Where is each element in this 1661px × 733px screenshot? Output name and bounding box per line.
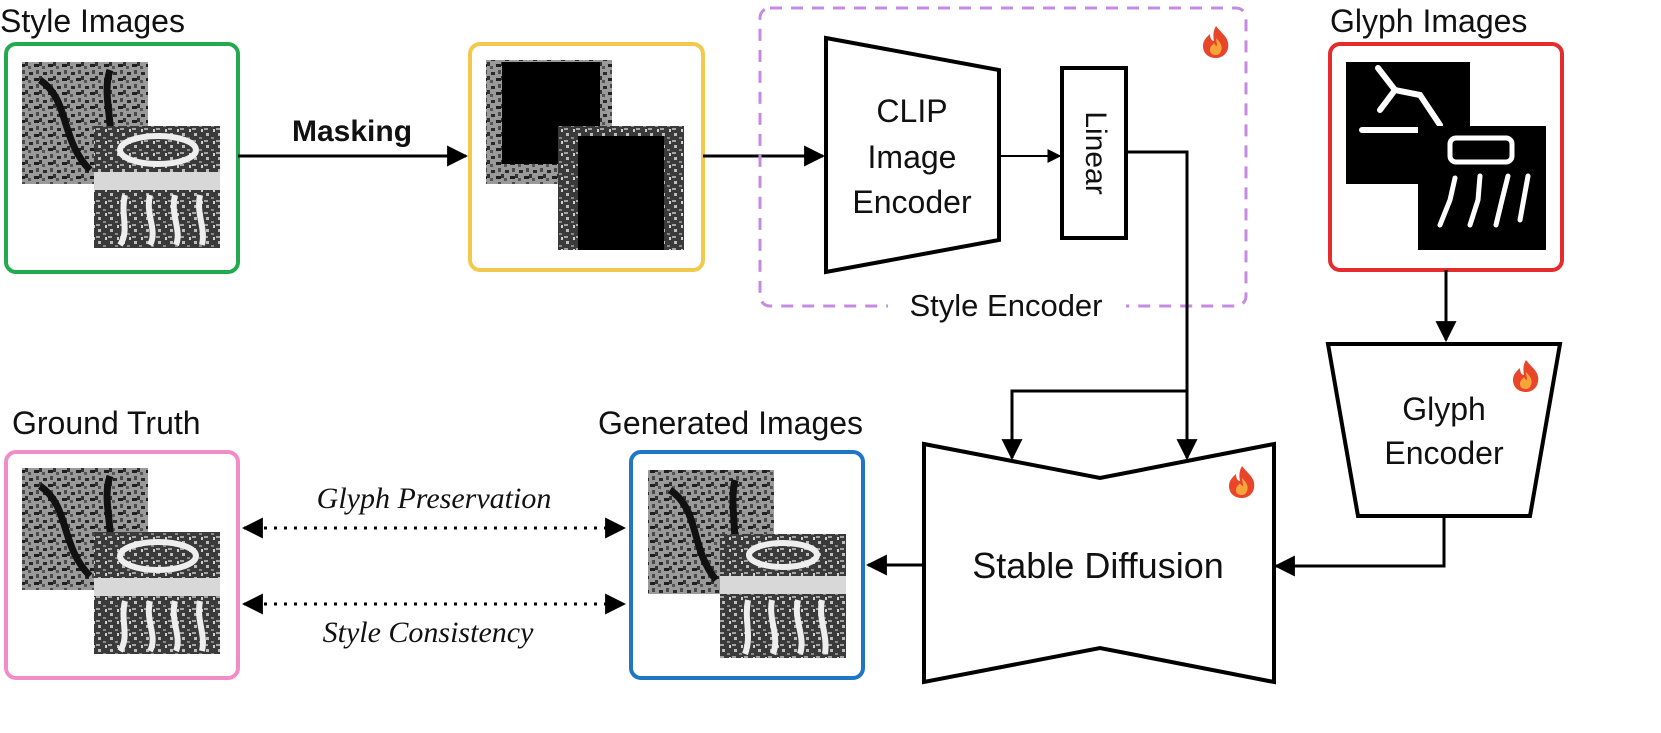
generated-images-frame [629,450,865,680]
clip-label-line3: Encoder [852,184,972,220]
ground-truth-title: Ground Truth [12,405,201,441]
ground-truth-frame [4,450,240,680]
masked-images-thumbs [486,60,684,250]
generated-images-title: Generated Images [598,405,863,441]
stable-diffusion-label: Stable Diffusion [972,545,1224,586]
clip-label-line1: CLIP [876,93,947,129]
clip-label-line2: Image [868,139,957,175]
glyph-encoder-fire-icon [1513,360,1539,392]
glyph-images-title: Glyph Images [1330,3,1527,39]
stable-diffusion-fire-icon [1229,466,1255,498]
style-images-frame [4,42,240,274]
style-branch-path [1001,389,1187,461]
glyph-encoder-label-line1: Glyph [1402,391,1486,427]
glyph-encoder-block [1325,342,1563,518]
style-images-thumbs [22,62,220,248]
style-encoder-fire-icon [1203,26,1229,58]
glyph-images-thumbs [1346,62,1546,250]
linear-to-diffusion-path [1126,150,1198,461]
glyph-encoder-label-line2: Encoder [1384,435,1504,471]
style-consistency-label: Style Consistency [323,616,534,649]
generated-images-thumbs [648,470,846,658]
clip-image-encoder-block [824,35,1001,275]
linear-label: Linear [1079,111,1112,194]
ground-truth-thumbs [22,468,220,654]
mask-block-front [578,136,664,250]
style-encoder-label: Style Encoder [910,288,1103,323]
masking-label: Masking [292,115,412,148]
style-images-title: Style Images [0,3,185,39]
stable-diffusion-block [922,441,1276,685]
glyph-encoder-to-diffusion-path [1273,516,1446,577]
glyph-preservation-label: Glyph Preservation [317,482,552,515]
